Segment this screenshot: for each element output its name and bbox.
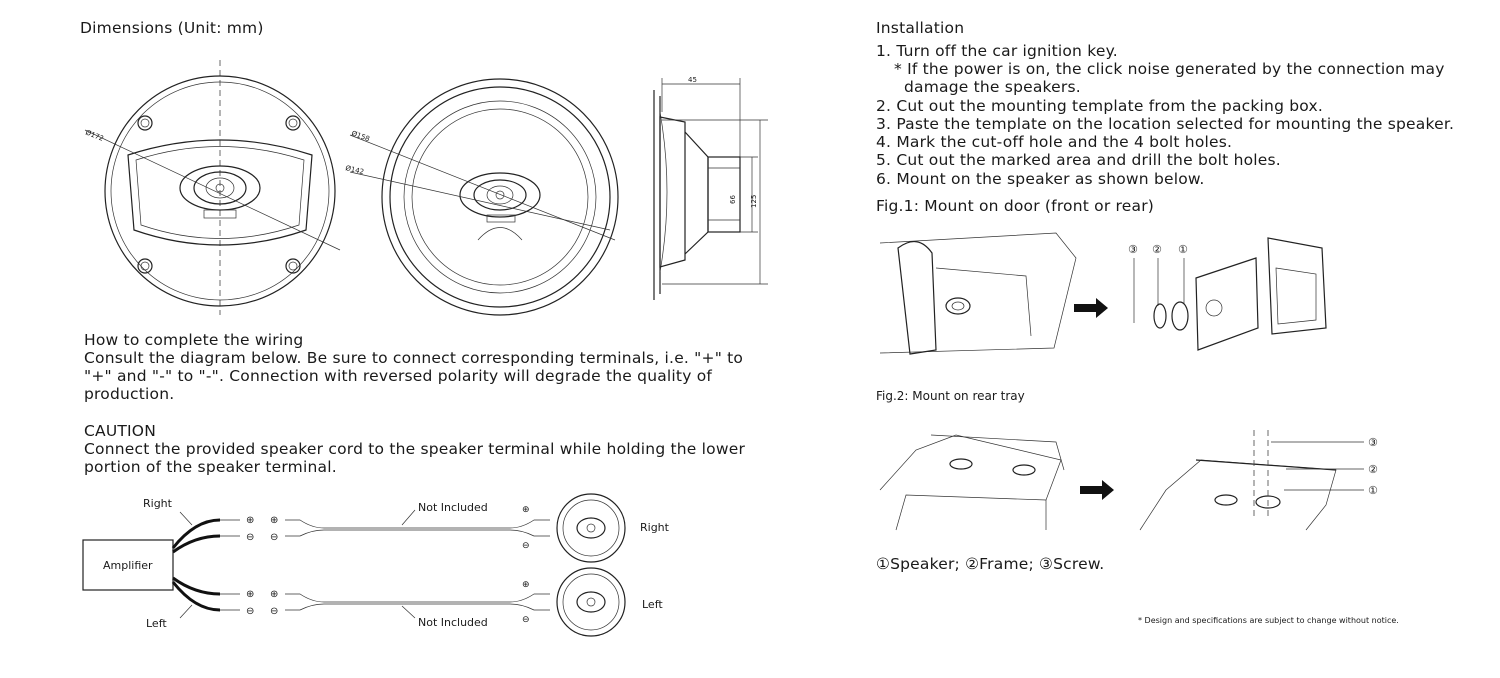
fig2-arrow-icon (1080, 480, 1114, 500)
cord-right-minus: ⊖ (270, 532, 278, 543)
speaker-front-drawing: Ø158 Ø142 (345, 78, 619, 316)
speaker-front-grille-drawing: Ø172 (84, 60, 341, 315)
dim-d158-label: Ø158 (350, 129, 370, 143)
wiring-body-line-3: production. (84, 385, 175, 403)
install-step-1: 1. Turn off the car ignition key. (876, 42, 1118, 60)
fig1-caption: Fig.1: Mount on door (front or rear) (876, 197, 1155, 215)
wiring-heading: How to complete the wiring (84, 331, 304, 349)
install-step-4: 4. Mark the cut-off hole and the 4 bolt … (876, 133, 1233, 151)
dim-h66-label: 66 (729, 195, 737, 204)
spk-left-plus: ⊕ (522, 580, 530, 590)
cord-left-plus: ⊕ (270, 589, 278, 600)
dimensions-heading: Dimensions (Unit: mm) (80, 19, 264, 37)
install-note-2: damage the speakers. (904, 78, 1081, 96)
fig2-caption: Fig.2: Mount on rear tray (876, 389, 1025, 403)
amplifier-box (82, 539, 174, 591)
fig2-rear-tray-illustration: ③ ② ① (879, 430, 1378, 531)
caution-line-1: Connect the provided speaker cord to the… (84, 440, 746, 458)
amp-right-plus: ⊕ (246, 515, 254, 526)
caution-heading: CAUTION (84, 422, 157, 440)
spk-right-plus: ⊕ (522, 505, 530, 515)
fig1-marker-1: ① (1178, 243, 1188, 256)
dim-d172-label: Ø172 (84, 128, 104, 142)
installation-heading: Installation (876, 19, 965, 37)
install-step-3: 3. Paste the template on the location se… (876, 115, 1455, 133)
fig2-marker-2: ② (1368, 463, 1378, 476)
not-included-bottom-label: Not Included (418, 616, 488, 629)
disclaimer: * Design and specifications are subject … (1138, 616, 1399, 625)
amp-right-minus: ⊖ (246, 532, 254, 543)
wire-right-label: Right (143, 497, 173, 510)
install-step-6: 6. Mount on the speaker as shown below. (876, 170, 1205, 188)
fig1-marker-3: ③ (1128, 243, 1138, 256)
amplifier-label: Amplifier (103, 559, 153, 572)
install-step-2: 2. Cut out the mounting template from th… (876, 97, 1323, 115)
install-note-1: * If the power is on, the click noise ge… (894, 60, 1445, 78)
dim-w45-label: 45 (688, 76, 697, 84)
wire-left-label: Left (146, 617, 167, 630)
spk-right-minus: ⊖ (522, 541, 530, 551)
wiring-body-line-2: "+" and "-" to "-". Connection with reve… (84, 367, 713, 385)
wiring-body-line-1: Consult the diagram below. Be sure to co… (84, 349, 744, 367)
dim-d142-label: Ø142 (345, 164, 365, 176)
speaker-left-label: Left (642, 598, 663, 611)
wiring-diagram: Amplifier Right Left ⊕ ⊖ ⊕ ⊖ ⊕ ⊖ ⊕ ⊖ Not… (82, 493, 670, 637)
fig1-marker-2: ② (1152, 243, 1162, 256)
amp-left-plus: ⊕ (246, 589, 254, 600)
speaker-side-drawing: 45 66 125 (653, 76, 768, 300)
fig1-arrow-icon (1074, 298, 1108, 318)
cord-right-plus: ⊕ (270, 515, 278, 526)
fig2-marker-1: ① (1368, 484, 1378, 497)
parts-legend: ①Speaker; ②Frame; ③Screw. (876, 555, 1105, 573)
fig2-marker-3: ③ (1368, 436, 1378, 449)
speaker-right-label: Right (640, 521, 670, 534)
fig1-door-illustration: ③ ② ① (879, 232, 1327, 355)
spk-left-minus: ⊖ (522, 615, 530, 625)
dim-h125-label: 125 (750, 195, 758, 208)
caution-line-2: portion of the speaker terminal. (84, 458, 337, 476)
install-step-5: 5. Cut out the marked area and drill the… (876, 151, 1281, 169)
cord-left-minus: ⊖ (270, 606, 278, 617)
amp-left-minus: ⊖ (246, 606, 254, 617)
not-included-top-label: Not Included (418, 501, 488, 514)
